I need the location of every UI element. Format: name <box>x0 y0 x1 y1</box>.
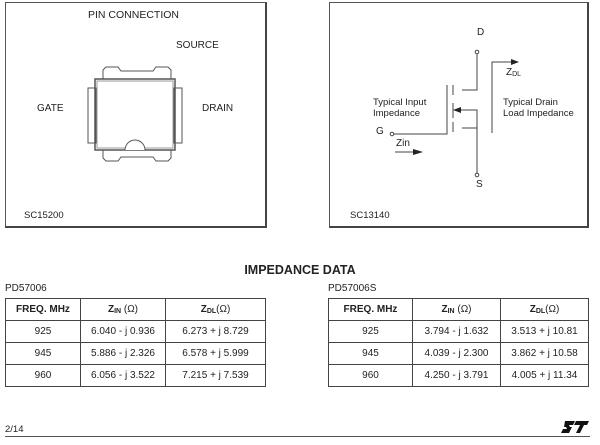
st-logo-icon <box>561 421 589 433</box>
diagrams <box>87 49 519 178</box>
zdl-unit: (Ω) <box>216 304 231 315</box>
freq-cell: 925 <box>328 320 413 343</box>
table-label: PD57006S <box>328 283 377 294</box>
zin-symbol: Z <box>441 304 448 315</box>
gate-terminal-label: G <box>376 126 384 137</box>
zdl-cell: 3.862 + j 10.58 <box>500 342 589 365</box>
package-drawing <box>87 66 183 162</box>
freq-cell: 960 <box>5 364 81 387</box>
zdl-subscript: DL <box>512 71 522 78</box>
freq-cell: 945 <box>328 342 413 365</box>
schematic-code: SC13140 <box>350 210 390 221</box>
source-label: SOURCE <box>176 40 219 51</box>
freq-header: FREQ. MHz <box>5 298 81 321</box>
zdl-subscript: DL <box>535 308 546 315</box>
source-terminal-label: S <box>476 179 483 190</box>
arrows <box>413 59 519 155</box>
zdl-cell: 6.273 + j 8.729 <box>165 320 266 343</box>
zdl-header: ZDL(Ω) <box>165 298 266 321</box>
table-label: PD57006 <box>5 283 47 294</box>
zdl-cell: 7.215 + j 7.539 <box>165 364 266 387</box>
input-impedance-label-2: Impedance <box>373 108 421 119</box>
zin-cell: 3.794 - j 1.632 <box>412 320 501 343</box>
schematic-panel <box>329 2 589 228</box>
table-header-row: FREQ. MHz ZIN (Ω) ZDL(Ω) <box>328 298 589 321</box>
drain-impedance-label-2: Load Impedance <box>503 108 574 119</box>
zdl-symbol: Z <box>506 67 513 78</box>
zin-symbol: Z <box>107 304 115 315</box>
pin-connection-panel <box>5 2 267 228</box>
input-impedance-label-1: Typical Input <box>373 97 427 108</box>
zin-cell: 6.040 - j 0.936 <box>80 320 166 343</box>
zin-cell: 5.886 - j 2.326 <box>80 342 166 365</box>
table-header-row: FREQ. MHz ZIN (Ω) ZDL(Ω) <box>5 298 266 321</box>
zin-unit: (Ω) <box>121 304 139 315</box>
footer-divider <box>5 436 590 437</box>
figure-code: SC15200 <box>24 210 64 221</box>
drain-label: DRAIN <box>202 103 234 114</box>
gate-label: GATE <box>37 103 64 114</box>
zin-subscript: IN <box>114 308 122 315</box>
zdl-unit: (Ω) <box>545 304 560 315</box>
zdl-header: ZDL(Ω) <box>500 298 589 321</box>
freq-cell: 960 <box>328 364 413 387</box>
zin-cell: 4.039 - j 2.300 <box>412 342 501 365</box>
zin-label: Zin <box>396 138 410 149</box>
zin-cell: 6.056 - j 3.522 <box>80 364 166 387</box>
zin-header: ZIN (Ω) <box>80 298 166 321</box>
zdl-cell: 6.578 + j 5.999 <box>165 342 266 365</box>
zin-header: ZIN (Ω) <box>412 298 501 321</box>
zdl-label: ZDL <box>506 67 522 79</box>
freq-header: FREQ. MHz <box>328 298 413 321</box>
page-number: 2/14 <box>5 424 24 435</box>
zdl-symbol: Z <box>200 304 207 315</box>
freq-cell: 925 <box>5 320 81 343</box>
zdl-cell: 4.005 + j 11.34 <box>500 364 589 387</box>
drain-impedance-label-1: Typical Drain <box>503 97 558 108</box>
zin-subscript: IN <box>447 308 455 315</box>
freq-cell: 945 <box>5 342 81 365</box>
zdl-cell: 3.513 + j 10.81 <box>500 320 589 343</box>
impedance-title: IMPEDANCE DATA <box>244 263 356 277</box>
zdl-symbol: Z <box>529 304 536 315</box>
drain-terminal-label: D <box>477 27 485 38</box>
zdl-subscript: DL <box>206 308 217 315</box>
zin-unit: (Ω) <box>454 304 472 315</box>
zin-cell: 4.250 - j 3.791 <box>412 364 501 387</box>
pin-connection-title: PIN CONNECTION <box>88 9 180 21</box>
mosfet-symbol <box>389 49 512 178</box>
